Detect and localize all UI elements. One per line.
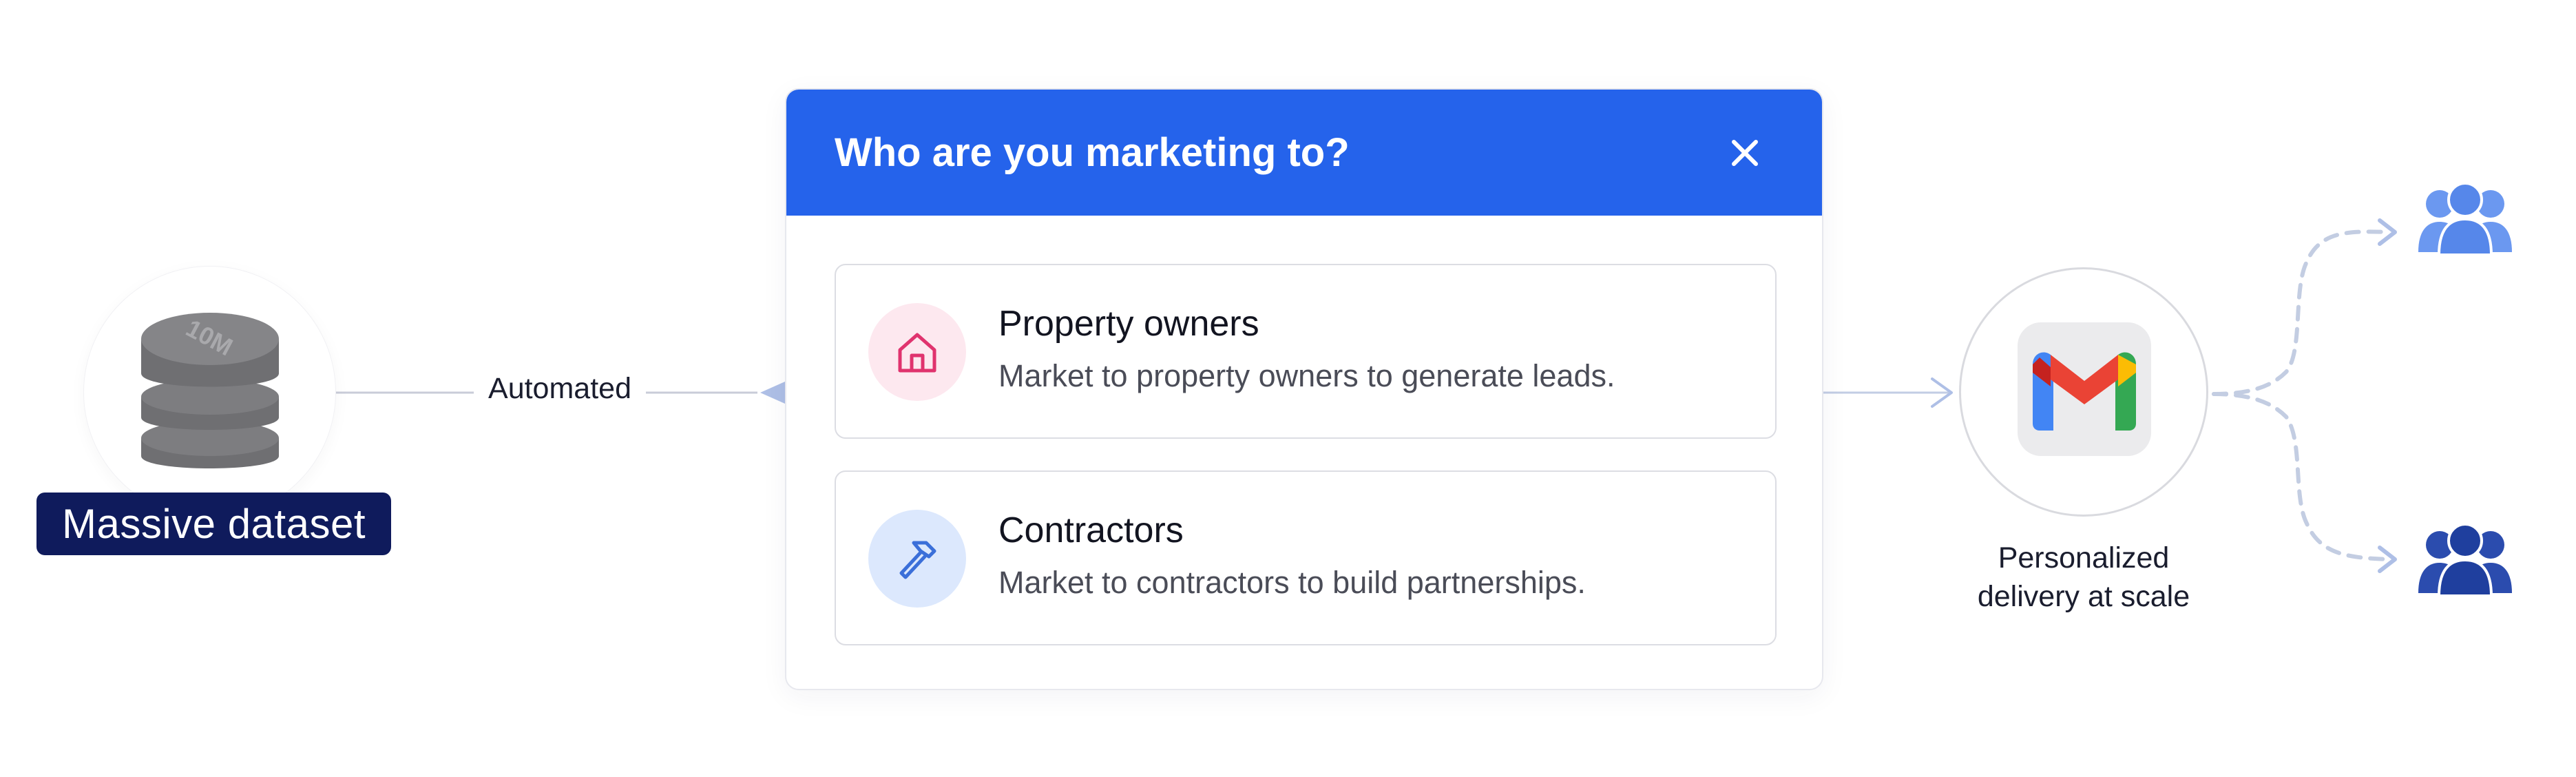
option-title: Contractors [998,510,1184,550]
modal-header: Who are you marketing to? [786,90,1822,216]
delivery-label-line2: delivery at scale [1977,580,2190,613]
automated-label: Automated [474,368,646,409]
dashed-path-top [2212,229,2391,396]
contractor-icon-badge [868,510,966,608]
delivery-label-line1: Personalized [1998,541,2170,574]
modal-title: Who are you marketing to? [835,130,1350,175]
users-group-icon [2418,523,2512,597]
connector-arrowhead-left [760,382,785,404]
gmail-icon [2033,352,2136,431]
dashed-path-bottom [2212,392,2391,561]
option-property-owners[interactable]: Property owners Market to property owner… [835,264,1777,439]
option-description: Market to contractors to build partnersh… [998,565,1586,600]
dashed-arrowhead-top [2378,218,2397,246]
property-icon-badge [868,303,966,401]
connector-arrowhead-right [1931,377,1953,408]
users-group-icon [2418,182,2512,256]
option-title: Property owners [998,304,1259,344]
hammer-icon [899,541,936,579]
delivery-label: Personalized delivery at scale [1945,539,2222,616]
close-icon[interactable] [1716,124,1774,182]
dashed-arrowhead-bottom [2378,546,2397,573]
audience-modal: Who are you marketing to? Property owner… [785,88,1823,690]
dataset-label: Massive dataset [36,493,391,555]
option-contractors[interactable]: Contractors Market to contractors to bui… [835,470,1777,645]
database-icon: 10M [141,313,279,468]
option-description: Market to property owners to generate le… [998,358,1615,393]
house-icon [898,333,936,373]
